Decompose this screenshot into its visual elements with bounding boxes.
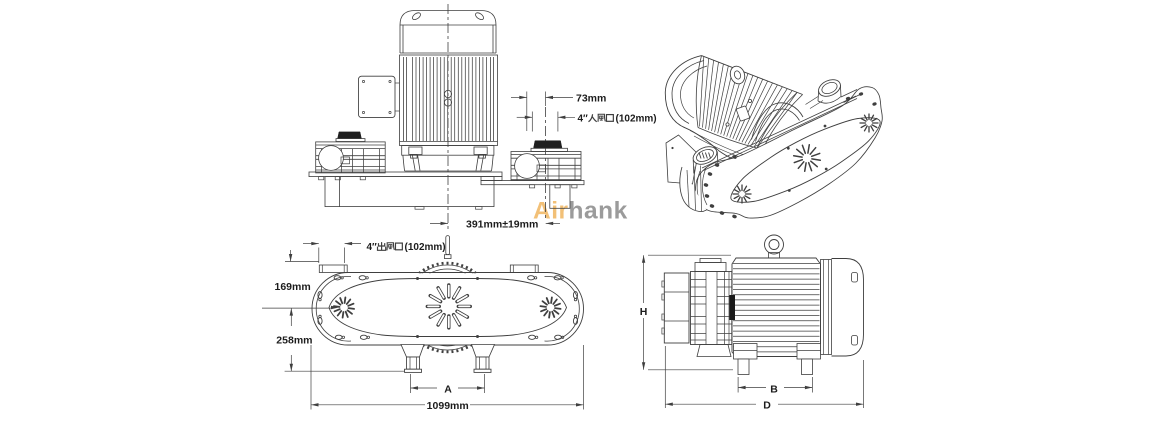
svg-text:4″: 4″ — [367, 242, 378, 253]
svg-text:D: D — [763, 399, 771, 411]
svg-text:(102mm): (102mm) — [405, 242, 446, 253]
svg-text:A: A — [444, 384, 452, 396]
svg-text:B: B — [770, 383, 778, 395]
svg-text:1099mm: 1099mm — [427, 400, 469, 412]
svg-text:391mm±19mm: 391mm±19mm — [466, 218, 538, 230]
svg-text:258mm: 258mm — [276, 335, 312, 347]
svg-text:169mm: 169mm — [275, 281, 311, 293]
svg-text:H: H — [640, 306, 648, 318]
svg-text:(102mm): (102mm) — [616, 113, 657, 124]
svg-text:Airhank: Airhank — [533, 198, 628, 225]
svg-text:73mm: 73mm — [576, 92, 606, 104]
svg-text:4″: 4″ — [578, 113, 589, 124]
